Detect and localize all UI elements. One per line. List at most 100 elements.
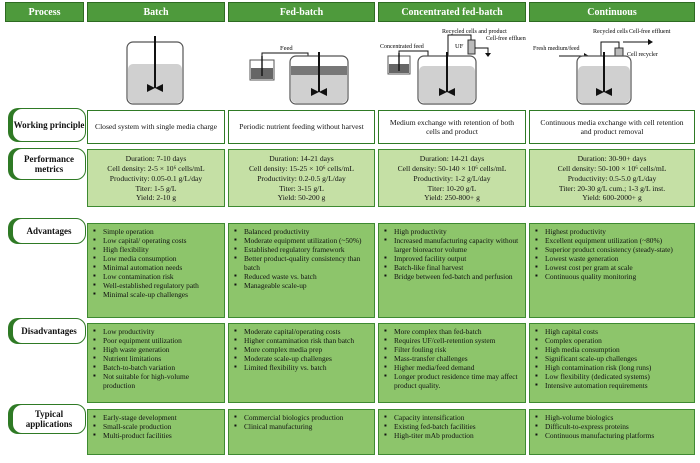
list-item: Balanced productivity: [234, 226, 370, 236]
continuous-bioreactor-diagram: Recycled cells Cell-free effluent Fresh …: [533, 28, 671, 105]
batch-bioreactor-diagram: [126, 36, 184, 105]
fedbatch-feed-label: Feed: [280, 45, 293, 52]
list-item: Requires UF/cell-retention system: [384, 335, 521, 345]
list-item: Longer product residence time may affect…: [384, 371, 521, 390]
list-item: Minimal scale-up challenges: [93, 289, 220, 299]
list-item: Well-established regulatory path: [93, 280, 220, 290]
list-item: Filter fouling risk: [384, 344, 521, 354]
concentrated-effluent-label: Cell-free effluent: [486, 35, 526, 42]
continuous-effluent-arrow-icon: [648, 39, 653, 45]
list-item: Clinical manufacturing: [234, 421, 370, 431]
list-item: Limited flexibility vs. batch: [234, 362, 370, 372]
list-item: Nutrient limitations: [93, 353, 220, 363]
concentrated-bioreactor-diagram: Recycled cells and product Concentrated …: [380, 29, 526, 105]
list-item: Low capital/ operating costs: [93, 235, 220, 245]
metric-line: Cell density: 50-100 × 10⁶ cells/mL: [557, 163, 667, 173]
working-principle-batch: Closed system with single media charge: [87, 110, 225, 144]
list-item: Small-scale production: [93, 421, 220, 431]
list-item: Low contamination risk: [93, 271, 220, 281]
advantages-fedbatch: Balanced productivity Moderate equipment…: [228, 223, 375, 318]
list-item: High-volume biologics: [535, 412, 690, 422]
metric-line: Cell density: 50-140 × 10⁶ cells/mL: [397, 163, 507, 173]
effluent-line: [475, 47, 489, 56]
list-item: Minimal automation needs: [93, 262, 220, 272]
metrics-batch: Duration: 7-10 days Cell density: 2-5 × …: [87, 149, 225, 207]
list-item: Bridge between fed-batch and perfusion: [384, 271, 521, 281]
metric-line: Yield: 2-10 g: [135, 193, 177, 203]
list-item: Early-stage development: [93, 412, 220, 422]
list-item: High flexibility: [93, 244, 220, 254]
header-fedbatch: Fed-batch: [228, 2, 375, 22]
list-item: Moderate capital/operating costs: [234, 326, 370, 336]
fedbatch-impeller-icon: [311, 88, 327, 96]
list-item: High media consumption: [535, 344, 690, 354]
list-item: Higher contamination risk than batch: [234, 335, 370, 345]
list-item: Excellent equipment utilization (~80%): [535, 235, 690, 245]
list-item: Higher media/feed demand: [384, 362, 521, 372]
list-item: High productivity: [384, 226, 521, 236]
metric-line: Duration: 30-90+ days: [577, 154, 647, 163]
applications-concentrated: Capacity intensification Existing fed-ba…: [378, 409, 526, 455]
list-item: High capital costs: [535, 326, 690, 336]
metric-line: Productivity: 0.5-5.0 g/L/day: [567, 173, 657, 183]
list-item: More complex than fed-batch: [384, 326, 521, 336]
applications-fedbatch: Commercial biologics production Clinical…: [228, 409, 375, 455]
list-item: Highest productivity: [535, 226, 690, 236]
row-label-disadvantages: Disadvantages: [12, 318, 86, 344]
fresh-medium-label: Fresh medium/feed: [533, 45, 580, 52]
disadvantages-continuous: High capital costs Complex operation Hig…: [529, 323, 695, 403]
list-item: Moderate scale-up challenges: [234, 353, 370, 363]
disadvantages-fedbatch: Moderate capital/operating costs Higher …: [228, 323, 375, 403]
disadvantages-concentrated: More complex than fed-batch Requires UF/…: [378, 323, 526, 403]
concentrated-feed-label: Concentrated feed: [380, 43, 424, 50]
list-item: Moderate equipment utilization (~50%): [234, 235, 370, 245]
list-item: Commercial biologics production: [234, 412, 370, 422]
metric-line: Productivity: 1-2 g/L/day: [413, 173, 491, 183]
list-item: Lowest cost per gram at scale: [535, 262, 690, 272]
list-item: Improved facility output: [384, 253, 521, 263]
continuous-effluent-label: Cell-free effluent: [629, 28, 671, 35]
metric-line: Yield: 250-800+ g: [424, 193, 480, 203]
recycled-cells-product-label: Recycled cells and product: [442, 29, 507, 35]
list-item: Not suitable for high-volume production: [93, 371, 220, 390]
list-item: Batch-like final harvest: [384, 262, 521, 272]
list-item: Significant scale-up challenges: [535, 353, 690, 363]
list-item: Continuous manufacturing platforms: [535, 430, 690, 440]
list-item: Superior product consistency (steady-sta…: [535, 244, 690, 254]
applications-continuous: High-volume biologics Difficult-to-expre…: [529, 409, 695, 455]
list-item: High contamination risk (long runs): [535, 362, 690, 372]
metric-line: Duration: 14-21 days: [269, 154, 334, 163]
list-item: Low media consumption: [93, 253, 220, 263]
metric-line: Productivity: 0.2-0.5 g/L/day: [257, 173, 346, 183]
row-label-advantages: Advantages: [12, 218, 86, 244]
list-item: Simple operation: [93, 226, 220, 236]
list-item: Increased manufacturing capacity without…: [384, 235, 521, 254]
recycle-loop-line: [447, 34, 472, 60]
metrics-continuous: Duration: 30-90+ days Cell density: 50-1…: [529, 149, 695, 207]
list-item: Mass-transfer challenges: [384, 353, 521, 363]
metrics-concentrated: Duration: 14-21 days Cell density: 50-14…: [378, 149, 526, 207]
cell-recycler-label: Cell recycler: [627, 52, 658, 58]
continuous-recycle-line: [600, 41, 620, 60]
list-item: Low productivity: [93, 326, 220, 336]
concentrated-impeller-icon: [439, 88, 455, 96]
list-item: Existing fed-batch facilities: [384, 421, 521, 431]
advantages-continuous: Highest productivity Excellent equipment…: [529, 223, 695, 318]
list-item: Poor equipment utilization: [93, 335, 220, 345]
effluent-arrow-icon: [485, 53, 491, 57]
list-item: Low flexibility (dedicated systems): [535, 371, 690, 381]
list-item: High waste generation: [93, 344, 220, 354]
list-item: Intensive automation requirements: [535, 380, 690, 390]
working-principle-fedbatch: Periodic nutrient feeding without harves…: [228, 110, 375, 144]
row-label-performance-metrics: Performance metrics: [12, 148, 86, 180]
list-item: More complex media prep: [234, 344, 370, 354]
metric-line: Titer: 3-15 g/L: [279, 183, 324, 193]
metric-line: Cell density: 2-5 × 10⁶ cells/mL: [107, 163, 205, 173]
list-item: Reduced waste vs. batch: [234, 271, 370, 281]
metric-line: Productivity: 0.05-0.1 g/L/day: [109, 173, 203, 183]
metric-line: Yield: 50-200 g: [277, 193, 326, 203]
metric-line: Duration: 14-21 days: [419, 154, 485, 163]
recycled-cells-label: Recycled cells: [593, 29, 628, 35]
metric-line: Titer: 20-30 g/L cum.; 1-3 g/L inst.: [558, 183, 666, 193]
